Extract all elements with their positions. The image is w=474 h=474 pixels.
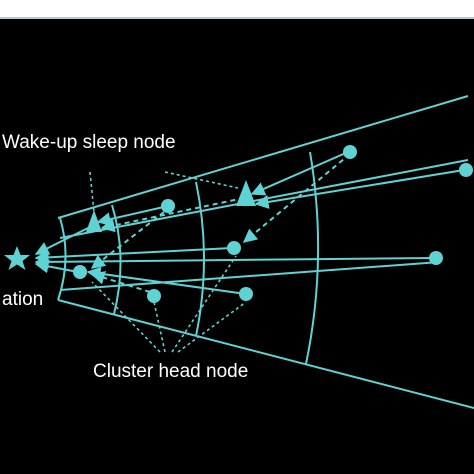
arrow-right-to-sleep2 [254, 169, 465, 209]
top-border-rule [0, 17, 474, 19]
triangle-icon [236, 180, 256, 206]
dashed-arrow-mid-to-ch1 [90, 271, 151, 293]
circle-icon [161, 199, 175, 213]
pointer-ch-label-4 [177, 301, 247, 353]
arrow-far-right-to-base [34, 254, 435, 269]
cluster-head-node-label: Cluster head node [93, 361, 249, 382]
base-station-label: ation [2, 289, 44, 310]
dashed-arrow-far-to-ch2 [242, 153, 351, 243]
pointer-sleep-label-2 [164, 171, 239, 189]
dashed-arrow-sleep2-to-ch2 [100, 197, 245, 233]
circle-icon [239, 287, 253, 301]
pointer-sleep-label-1 [89, 171, 95, 213]
cluster-arc-4 [305, 151, 320, 365]
circle-icon [73, 265, 87, 279]
arrow-node-to-ch1 [86, 266, 247, 295]
wake-up-sleep-node-label: Wake-up sleep node [2, 132, 176, 153]
cluster-arc-1 [57, 217, 67, 301]
cluster-arc-3 [195, 181, 205, 337]
arrow-ch2-to-base [34, 247, 233, 265]
dashed-arrow-sleep-to-ch1 [90, 211, 165, 269]
arrow-ch1-to-base [34, 259, 79, 274]
pointer-ch-label-1 [91, 281, 161, 353]
pointer-ch-label-3 [171, 255, 237, 353]
triangle-icon [86, 210, 102, 232]
arrow-top-to-sleep2 [250, 151, 349, 196]
top-strip [0, 0, 474, 17]
circle-icon [227, 241, 241, 255]
cluster-arc-2 [111, 204, 122, 315]
circle-icon [429, 251, 443, 265]
fan-upper-boundary [57, 95, 469, 219]
fan-lower-boundary [57, 299, 474, 409]
circle-icon [343, 145, 357, 159]
circle-icon [459, 163, 473, 177]
circle-icon [147, 289, 161, 303]
pointer-ch-label-2 [153, 301, 166, 353]
star-icon [4, 246, 30, 270]
radial-guide-2 [59, 261, 441, 291]
arrow-sleep1-to-base [34, 225, 93, 255]
